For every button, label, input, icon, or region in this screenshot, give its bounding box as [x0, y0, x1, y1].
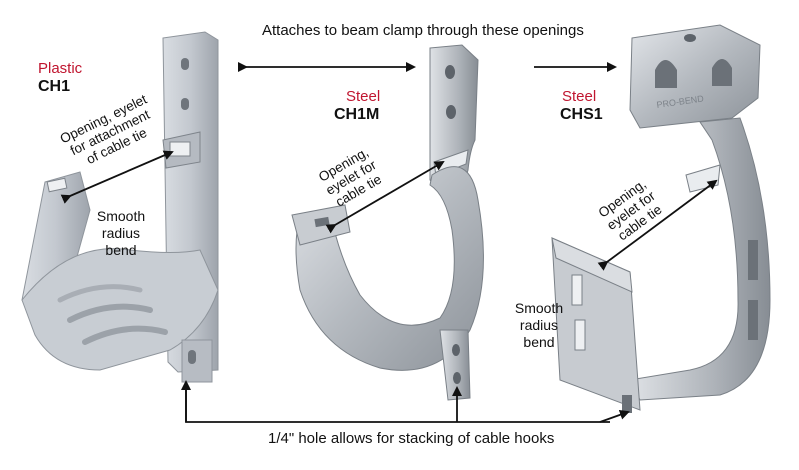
ch1m-opening-arrow: [325, 160, 445, 234]
ch1-opening-arrow: [60, 150, 174, 204]
ch1m-material: Steel: [346, 88, 381, 105]
ch1-bend-label: Smooth radius bend: [96, 208, 146, 258]
chs1-bend-label: Smooth radius bend: [514, 300, 564, 350]
stacking-arrow-chs1: [599, 409, 630, 423]
stacking-bracket-line: [185, 386, 610, 423]
chs1-opening-arrow: [597, 179, 718, 271]
bottom-caption: 1/4" hole allows for stacking of cable h…: [268, 430, 555, 447]
chs1-material: Steel: [562, 88, 597, 105]
steel-ch1m-hook-image: [291, 44, 484, 401]
steel-chs1-hook-image: PRO-BEND: [551, 24, 771, 413]
chs1-model: CHS1: [560, 106, 603, 123]
ch1-material: Plastic: [38, 60, 83, 77]
top-caption: Attaches to beam clamp through these ope…: [262, 22, 584, 39]
annotation-arrows: [60, 62, 718, 423]
ch1m-model: CH1M: [334, 106, 380, 123]
ch1-model: CH1: [38, 78, 71, 95]
plastic-ch1-hook-image: [21, 31, 219, 383]
